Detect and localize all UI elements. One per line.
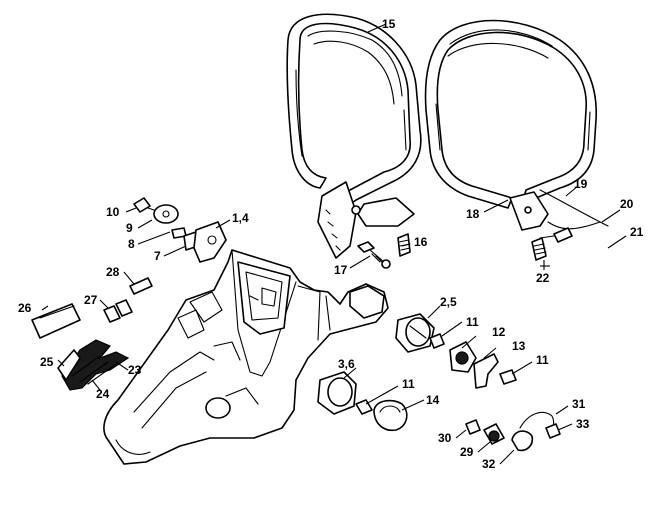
fuel-cap-parts: [465, 411, 561, 452]
callout-2-5: 2,5: [440, 295, 457, 309]
lower-buffer-assembly: [317, 371, 408, 432]
callout-28: 28: [106, 265, 120, 279]
callout-20: 20: [620, 197, 634, 211]
callout-16: 16: [414, 235, 428, 249]
callout-1-4: 1,4: [232, 211, 249, 225]
leader-lines: [41, 23, 627, 465]
callout-14: 14: [426, 393, 440, 407]
callout-11-upper: 11: [466, 315, 479, 329]
callout-33: 33: [576, 417, 590, 431]
callout-12: 12: [492, 325, 506, 339]
callout-3-6: 3,6: [338, 357, 355, 371]
left-small-parts: [31, 277, 153, 391]
callout-29: 29: [460, 445, 474, 459]
callout-8: 8: [128, 237, 135, 251]
callout-23: 23: [128, 363, 142, 377]
callout-21: 21: [630, 225, 644, 239]
rear-handle-bar: [286, 13, 422, 259]
callout-11-lower: 11: [402, 377, 415, 391]
rear-handle-screws: [357, 233, 411, 269]
callout-18: 18: [466, 207, 480, 221]
callout-15: 15: [382, 17, 396, 31]
callout-9: 9: [126, 221, 133, 235]
callout-11-right: 11: [536, 353, 549, 367]
front-handle-bar: [424, 19, 609, 231]
front-handle-screws: [531, 227, 573, 261]
callout-25: 25: [40, 355, 54, 369]
callout-labels: 15 10 9 8 7 1,4 16 17 18 19 20 21 22 28 …: [18, 17, 644, 471]
main-housing: [103, 249, 389, 465]
callout-26: 26: [18, 301, 32, 315]
callout-31: 31: [572, 397, 586, 411]
callout-27: 27: [84, 293, 98, 307]
anti-vibration-parts: [133, 197, 227, 263]
callout-7: 7: [154, 249, 161, 263]
callout-24: 24: [96, 387, 110, 401]
callout-17: 17: [334, 263, 348, 277]
upper-buffer-assembly: [395, 313, 517, 389]
callout-30: 30: [438, 431, 452, 445]
callout-13: 13: [512, 339, 526, 353]
callout-19: 19: [574, 177, 588, 191]
callout-10: 10: [106, 205, 120, 219]
callout-22: 22: [536, 271, 550, 285]
callout-32: 32: [482, 457, 496, 471]
